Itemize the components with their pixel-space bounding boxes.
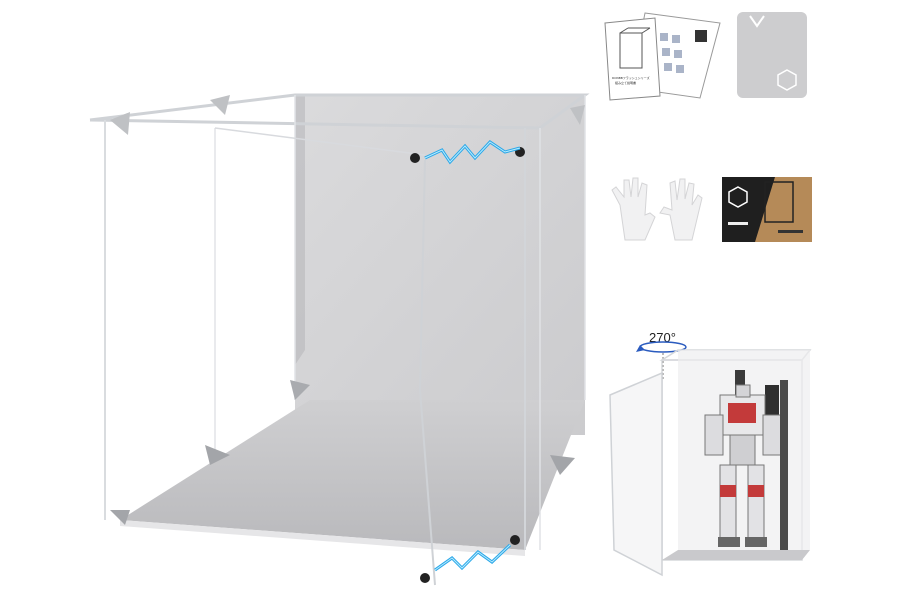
brand-logo-icon: [777, 69, 797, 91]
small-display-case: [609, 341, 812, 577]
manual-caption-1: RONBBフラッシュシリーズ: [612, 76, 650, 80]
manual-caption-2: 組み立て説明書: [615, 81, 637, 85]
back-panel: [295, 95, 585, 435]
robot-figure: [704, 370, 788, 550]
rotation-label: 270°: [649, 330, 676, 345]
hinge-icon: [210, 95, 230, 115]
cleaning-cloth: [737, 12, 807, 98]
white-gloves: [611, 177, 703, 241]
packaging-box: [722, 177, 812, 242]
instruction-manual: [604, 12, 721, 101]
floor-panel: [120, 400, 585, 550]
main-display-case: [89, 93, 590, 586]
